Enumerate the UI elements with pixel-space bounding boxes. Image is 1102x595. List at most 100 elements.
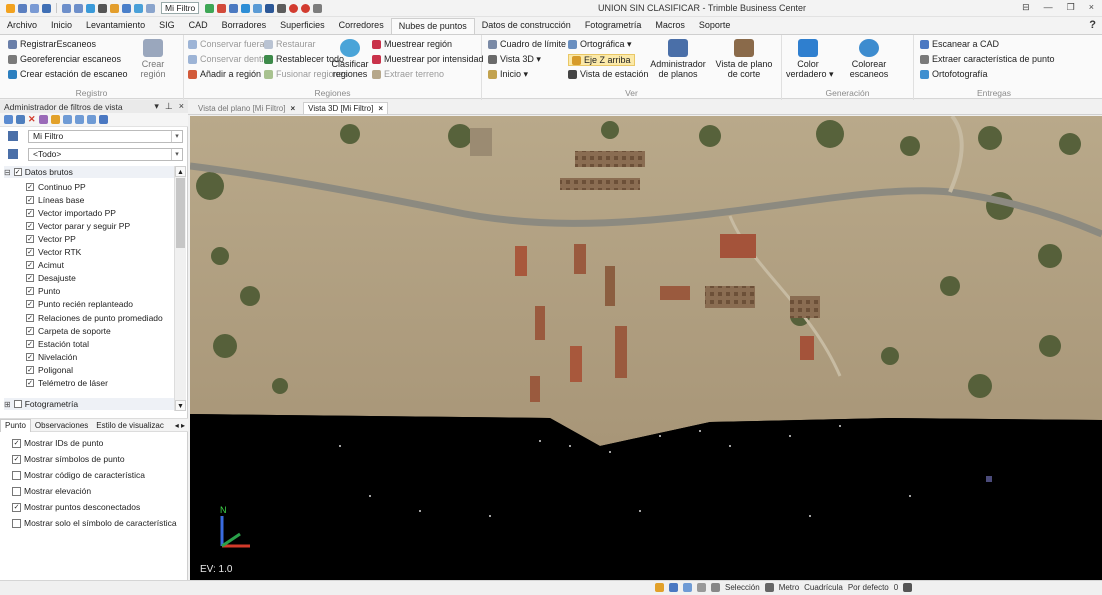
filter-item-checkbox[interactable]: ✓ — [26, 339, 34, 348]
select-icon[interactable] — [86, 3, 95, 13]
filter-item-checkbox[interactable]: ✓ — [26, 379, 34, 387]
ribbon-tab[interactable]: SIG — [159, 20, 175, 30]
point-option[interactable]: ✓Mostrar símbolos de punto — [12, 454, 125, 464]
expand-icon[interactable]: ⊞ — [4, 399, 11, 409]
open-icon[interactable] — [30, 3, 39, 13]
tab-observaciones[interactable]: Observaciones — [34, 420, 89, 430]
save-icon[interactable] — [42, 3, 51, 13]
settings-icon[interactable] — [110, 3, 119, 13]
filter-item-checkbox[interactable]: ✓ — [26, 221, 34, 230]
3d-view-canvas[interactable]: N EV: 1.0 — [190, 116, 1102, 580]
filter-item-checkbox[interactable]: ✓ — [26, 352, 34, 361]
clasificar-regiones-button[interactable]: Clasificar regiones — [330, 39, 370, 79]
ribbon-tab[interactable]: Fotogrametría — [584, 20, 642, 30]
close-tab-icon[interactable]: × — [290, 103, 296, 113]
pan-icon[interactable] — [253, 3, 263, 13]
copy-filter-icon[interactable] — [16, 115, 25, 124]
filter-item[interactable]: ✓Carpeta de soporte — [26, 325, 111, 336]
grid-status-icon[interactable] — [697, 583, 706, 592]
panel-menu-icon[interactable]: ▾ — [154, 101, 159, 111]
ribbon-options-icon[interactable]: ⊟ — [1022, 2, 1030, 12]
vista-estacion-button[interactable]: Vista de estación — [568, 69, 648, 79]
filter-opt4-icon[interactable] — [74, 115, 84, 124]
new-icon[interactable] — [18, 3, 27, 13]
ribbon-tab[interactable]: Soporte — [698, 20, 731, 30]
escanear-cad-button[interactable]: Escanear a CAD — [920, 39, 999, 49]
extraer-terreno-button[interactable]: Extraer terreno — [372, 69, 444, 79]
filter-item[interactable]: ✓Vector importado PP — [26, 207, 116, 218]
administrador-planos-button[interactable]: Administrador de planos — [650, 39, 706, 79]
muestrear-intensidad-button[interactable]: Muestrear por intensidad — [372, 54, 484, 64]
colorear-escaneos-button[interactable]: Colorear escaneos — [844, 39, 894, 79]
export-icon[interactable] — [903, 583, 913, 592]
snap-icon[interactable] — [217, 3, 227, 13]
point-option[interactable]: Mostrar código de característica — [12, 470, 145, 480]
filter-item-checkbox[interactable]: ✓ — [26, 234, 34, 243]
restore-button[interactable]: ❐ — [1066, 2, 1075, 12]
layers-icon[interactable] — [146, 3, 155, 13]
crear-region-button[interactable]: Crear región — [130, 39, 176, 79]
filter-item[interactable]: ✓Nivelación — [26, 351, 77, 362]
extraer-caracteristica-button[interactable]: Extraer característica de punto — [920, 54, 1055, 64]
tab-estilo-visualizacion[interactable]: Estilo de visualizac — [96, 420, 164, 430]
point-option[interactable]: Mostrar solo el símbolo de característic… — [12, 518, 177, 528]
stop-icon[interactable] — [301, 3, 311, 13]
fotogrametria-checkbox[interactable] — [13, 400, 22, 408]
filter-item[interactable]: ✓Poligonal — [26, 364, 73, 375]
georeferenciar-button[interactable]: Georeferenciar escaneos — [8, 54, 121, 64]
filter-item-checkbox[interactable]: ✓ — [26, 326, 34, 335]
point-option[interactable]: Mostrar elevación — [12, 486, 91, 496]
ribbon-tab[interactable]: Datos de construcción — [481, 20, 571, 30]
close-button[interactable]: × — [1088, 2, 1094, 12]
undo-icon[interactable] — [62, 3, 71, 13]
filter-select[interactable]: Mi Filtro▾ — [28, 130, 183, 143]
cuadro-limite-button[interactable]: Cuadro de límite ▾ — [488, 39, 573, 50]
datos-brutos-checkbox[interactable]: ✓ — [13, 168, 22, 176]
tab-vista-plano[interactable]: Vista del plano [Mi Filtro]× — [198, 103, 296, 113]
crear-estacion-button[interactable]: Crear estación de escaneo — [8, 69, 128, 79]
ribbon-tab[interactable]: Inicio — [51, 20, 73, 30]
tab-punto[interactable]: Punto — [0, 418, 31, 432]
tab-scroll-icon[interactable]: ◂ ▸ — [174, 420, 185, 430]
layer-select[interactable]: <Todo>▾ — [28, 148, 183, 161]
point-option-checkbox[interactable]: ✓ — [12, 502, 21, 512]
filter-apply-icon[interactable] — [205, 3, 215, 13]
filter-item-checkbox[interactable]: ✓ — [26, 208, 34, 217]
selection-status[interactable]: Selección — [725, 583, 760, 592]
registrar-escaneos-button[interactable]: RegistrarEscaneos — [8, 39, 96, 49]
tab-vista-3d[interactable]: Vista 3D [Mi Filtro]× — [303, 102, 388, 114]
point-option-checkbox[interactable]: ✓ — [12, 454, 21, 464]
ribbon-tab[interactable]: Superficies — [280, 20, 325, 30]
new-filter-icon[interactable] — [4, 115, 13, 124]
ortografica-button[interactable]: Ortográfica ▾ — [568, 39, 632, 50]
ribbon-tab[interactable]: Borradores — [221, 20, 267, 30]
filter-item-checkbox[interactable]: ✓ — [26, 248, 34, 256]
section-datos-brutos[interactable]: ⊟ ✓ Datos brutos — [4, 166, 174, 178]
filter-opt6-icon[interactable] — [98, 115, 108, 124]
filter-opt5-icon[interactable] — [86, 115, 96, 124]
zoom-icon[interactable] — [122, 3, 131, 13]
vista-plano-corte-button[interactable]: Vista de plano de corte — [714, 39, 774, 79]
ribbon-tab[interactable]: Macros — [655, 20, 685, 30]
filter-item[interactable]: ✓Líneas base — [26, 194, 84, 205]
filter-item[interactable]: ✓Desajuste — [26, 273, 76, 284]
filter-item[interactable]: ✓Vector parar y seguir PP — [26, 220, 130, 231]
grid-icon[interactable] — [277, 3, 287, 13]
record-icon[interactable] — [289, 3, 299, 13]
view-filter-dropdown[interactable]: Mi Filtro — [161, 2, 200, 14]
eje-z-arriba-button[interactable]: Eje Z arriba — [568, 54, 635, 66]
customize-icon[interactable] — [313, 3, 323, 13]
print-icon[interactable] — [98, 3, 107, 13]
filter-item[interactable]: ✓Telémetro de láser — [26, 378, 108, 389]
filter-item[interactable]: ✓Relaciones de punto promediado — [26, 312, 163, 323]
filter-item-checkbox[interactable]: ✓ — [26, 287, 34, 296]
restaurar-button[interactable]: Restaurar — [264, 39, 316, 49]
filter-opt3-icon[interactable] — [62, 115, 72, 124]
filter-item[interactable]: ✓Estación total — [26, 338, 89, 349]
filter-item-checkbox[interactable]: ✓ — [26, 182, 34, 191]
panel-scrollbar[interactable]: ▲ ▼ — [174, 166, 186, 411]
filter-item-checkbox[interactable]: ✓ — [26, 313, 34, 322]
filter-item-checkbox[interactable]: ✓ — [26, 300, 34, 309]
grid-status[interactable]: Cuadrícula — [804, 583, 843, 592]
filter-item[interactable]: ✓Punto recién replanteado — [26, 299, 133, 310]
